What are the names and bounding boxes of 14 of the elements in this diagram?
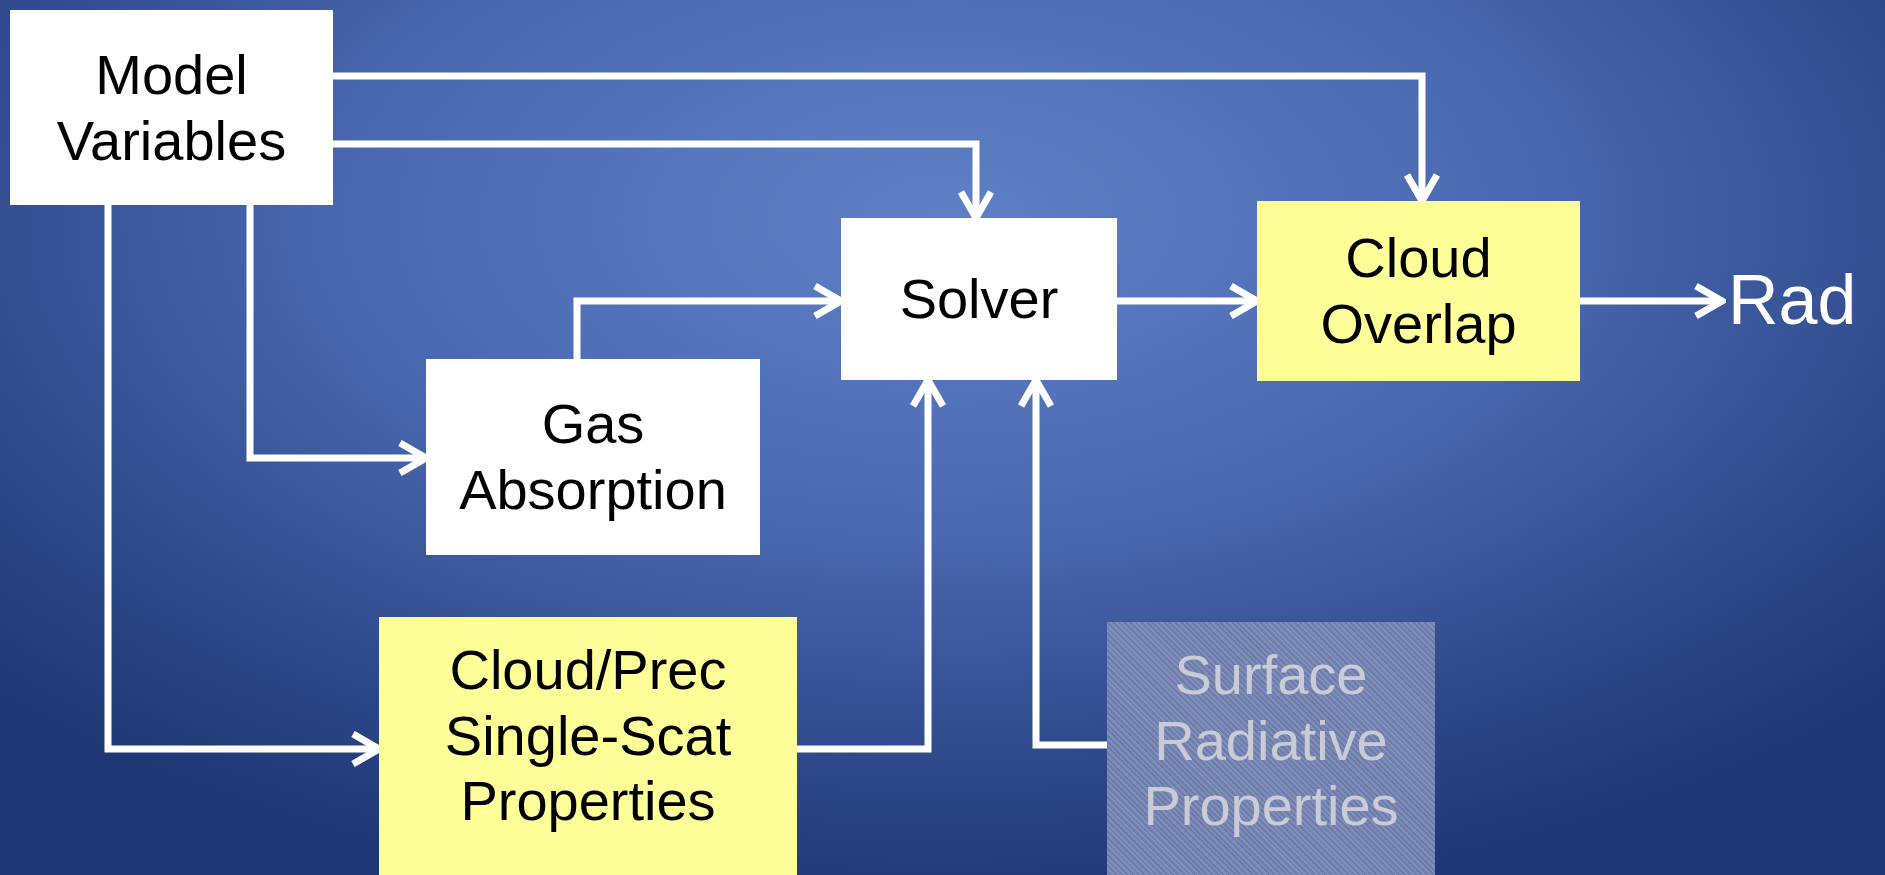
box-label: Cloud Overlap (1319, 225, 1518, 357)
process-box (1107, 622, 1435, 875)
process-box (10, 10, 333, 205)
arrow (1580, 282, 1726, 320)
box-label: Solver (899, 266, 1059, 332)
box-label: Model Variables (55, 42, 288, 173)
process-box (379, 617, 797, 875)
process-box (426, 359, 760, 555)
box-label: Surface Radiative Properties (1142, 642, 1400, 839)
box-label: Gas Absorption (458, 391, 728, 523)
process-box (1257, 201, 1580, 381)
box-label: Cloud/Prec Single-Scat Properties (443, 637, 733, 834)
process-box (841, 218, 1117, 380)
box-label: Rad (1728, 260, 1857, 342)
